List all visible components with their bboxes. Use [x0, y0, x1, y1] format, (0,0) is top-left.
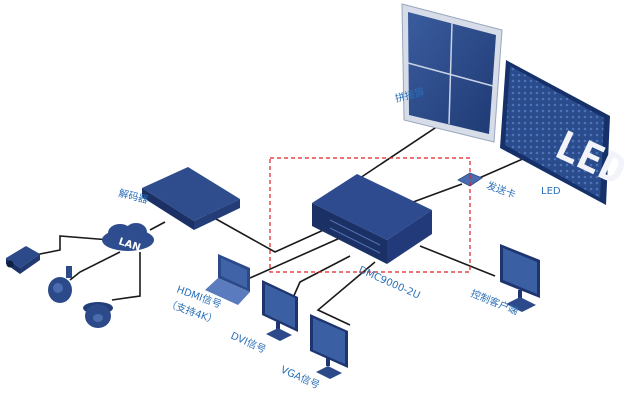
dome-camera-icon	[48, 266, 72, 303]
device-label: DMC9000-2U	[357, 265, 422, 302]
decoder: 解码器	[117, 167, 240, 230]
sender-card: 发送卡	[457, 172, 518, 201]
sender-card-label: 发送卡	[485, 179, 518, 201]
wire-decoder-device	[199, 209, 329, 253]
monitor-icon: 控制客户端	[469, 244, 540, 318]
wire-dvi	[291, 255, 351, 301]
led-screen: LED LED	[500, 60, 632, 205]
dmc9000-device: DMC9000-2U	[269, 157, 471, 302]
wire-lan-bullet	[29, 235, 111, 257]
video-wall: 拼接屏	[394, 3, 503, 143]
wire-vga	[316, 261, 376, 326]
wire-decoder-lan	[149, 221, 166, 231]
speed-dome-icon	[83, 302, 113, 328]
wire-sender-device	[404, 183, 463, 206]
highlight-box	[269, 157, 471, 273]
wire-lan-speeddome	[111, 252, 141, 301]
connection-lines	[29, 117, 526, 326]
led-label: LED	[541, 186, 561, 197]
vga-label: VGA信号	[279, 364, 322, 392]
wire-lan-dome	[69, 251, 121, 281]
dvi-label: DVI信号	[229, 330, 268, 356]
wire-hdmi	[249, 237, 341, 279]
wire-control	[419, 245, 496, 277]
bullet-camera-icon	[6, 246, 40, 274]
lan-cloud: LAN	[102, 223, 154, 254]
cloud-icon	[102, 223, 154, 251]
laptop-icon: HDMI信号 （支持4K）	[165, 254, 250, 327]
